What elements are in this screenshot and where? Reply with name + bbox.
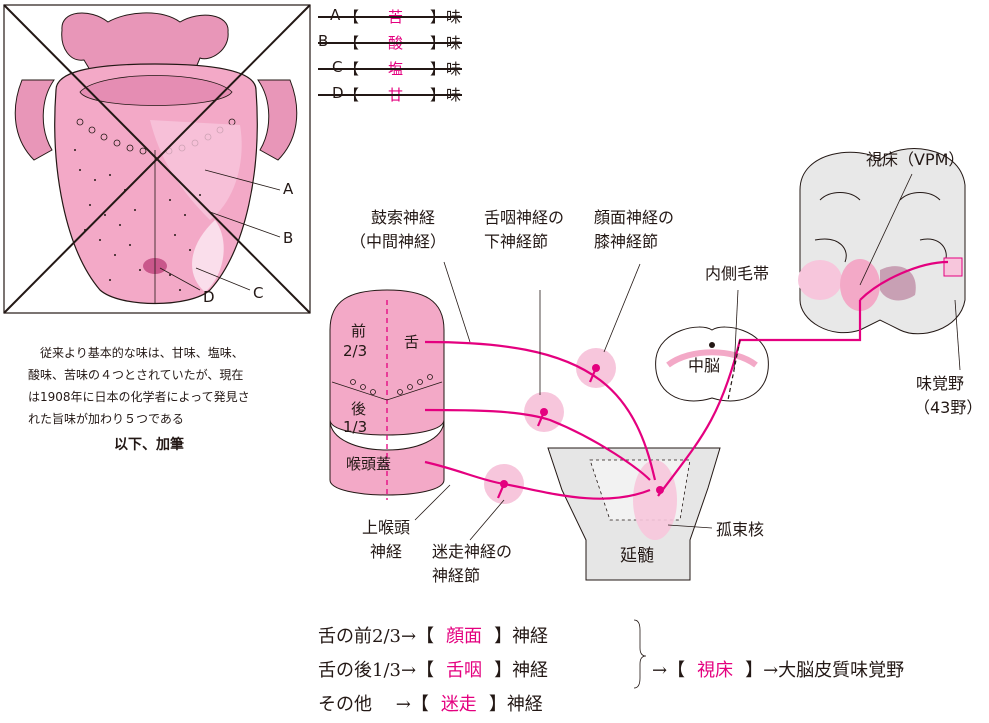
bracket-close: 】 <box>494 626 513 647</box>
vagus-ganglion-label-2: 神経節 <box>432 566 481 585</box>
tongue-illustration <box>3 4 311 314</box>
summary-answer: 舌咽 <box>446 660 483 681</box>
midbrain-section <box>655 326 769 402</box>
strike-line <box>318 68 462 70</box>
zone-label-b: B <box>283 229 294 247</box>
anterior-fraction-label: 2/3 <box>343 342 368 360</box>
taste-letter: B <box>318 32 329 50</box>
thalamus-label: 視床（VPM） <box>866 150 965 169</box>
strike-line <box>318 42 462 44</box>
bracket-close: 】 <box>494 660 513 681</box>
zone-label-a: A <box>283 180 294 198</box>
summary-suffix: 神経 <box>506 694 543 715</box>
taste-letter: C <box>332 58 343 76</box>
summary-suffix: 神経 <box>512 660 549 681</box>
summary-answer: 迷走 <box>440 694 477 715</box>
vagus-ganglion-label: 迷走神経の <box>432 542 513 561</box>
tongue-label: 舌 <box>404 333 420 351</box>
epiglottis-label: 喉頭蓋 <box>346 455 392 473</box>
medulla-label: 延髄 <box>620 546 654 566</box>
superior-laryngeal-label-2: 神経 <box>370 542 403 561</box>
inferior-ganglion-label: 下神経節 <box>484 232 549 251</box>
facial-nerve-label: 顔面神経の <box>594 208 675 227</box>
posterior-fraction-label: 1/3 <box>343 418 368 436</box>
brain-coronal-section <box>798 148 966 335</box>
strike-line <box>318 16 462 18</box>
medulla-section <box>547 447 721 581</box>
gustatory-cortex-label: 味覚野 <box>916 374 965 393</box>
area-43-label: （43野） <box>914 398 983 417</box>
label-leaders <box>414 173 961 689</box>
geniculate-ganglion-label: 膝神経節 <box>594 232 659 251</box>
caption-line: は1908年に日本の化学者によって発見さ <box>28 390 250 404</box>
intermediate-nerve-label: （中間神経） <box>350 232 447 251</box>
summary-row-back: 舌の後1/3→【舌咽】神経 <box>318 656 548 682</box>
summary-row-other: その他 →【迷走】神経 <box>318 690 543 716</box>
caption: 従来より基本的な味は、甘味、塩味、 酸味、苦味の４つとされていたが、現在 は19… <box>28 342 318 456</box>
bracket-close: 】 <box>488 694 507 715</box>
summary-suffix: 神経 <box>512 626 549 647</box>
summary-answer: 顔面 <box>446 626 483 647</box>
bracket-open: 【 <box>416 626 435 647</box>
caption-line: 従来より基本的な味は、甘味、塩味、 <box>40 346 244 360</box>
posterior-label: 後 <box>351 400 367 418</box>
summary-row-front: 舌の前2/3→【顔面】神経 <box>318 622 548 648</box>
bracket-close: 】 <box>745 660 764 681</box>
midbrain-label: 中脳 <box>688 356 721 375</box>
bracket-open: 【 <box>410 694 429 715</box>
summary-prefix: 舌の後1/3→ <box>318 660 417 681</box>
medial-lemniscus-label: 内側毛帯 <box>705 264 770 283</box>
tongue-schematic <box>329 289 445 500</box>
summary-prefix: 舌の前2/3→ <box>318 626 417 647</box>
zone-label-c: C <box>253 284 264 302</box>
chorda-tympani-label: 鼓索神経 <box>371 208 436 227</box>
summary-result: →【視床】→大脳皮質味覚野 <box>652 656 904 682</box>
solitary-nucleus-label: 孤束核 <box>716 520 765 539</box>
taste-letter: D <box>332 84 344 102</box>
summary-final-answer: 視床 <box>697 660 734 681</box>
summary-prefix: その他 → <box>318 694 411 715</box>
summary-arrow: → <box>652 660 668 681</box>
bracket-open: 【 <box>416 660 435 681</box>
caption-note: 以下、加筆 <box>114 437 184 453</box>
caption-line: 酸味、苦味の４つとされていたが、現在 <box>28 368 244 382</box>
caption-line: れた旨味が加わり５つである <box>28 412 184 426</box>
glossopharyngeal-label: 舌咽神経の <box>484 208 565 227</box>
summary-final-suffix: →大脳皮質味覚野 <box>763 660 905 681</box>
strike-line <box>318 94 462 96</box>
bracket-open: 【 <box>667 660 686 681</box>
anterior-label: 前 <box>351 322 367 340</box>
superior-laryngeal-label: 上喉頭 <box>362 518 411 537</box>
taste-letter: A <box>330 6 341 24</box>
zone-label-d: D <box>203 288 215 306</box>
